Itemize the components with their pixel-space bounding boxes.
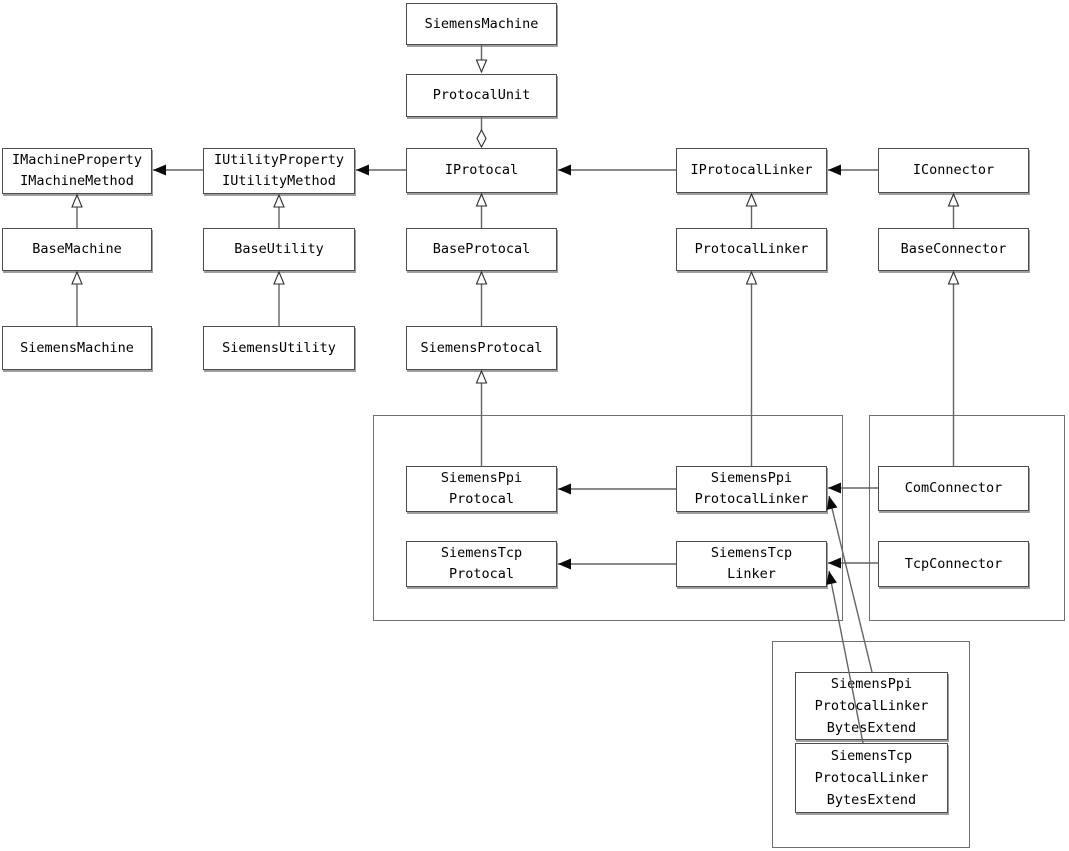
node-label: TcpConnector (904, 555, 1003, 572)
node-label: SiemensPpi ProtocalLinker BytesExtend (814, 676, 929, 736)
node-baseutility: BaseUtility (203, 228, 355, 271)
node-basemachine: BaseMachine (2, 228, 152, 271)
node-label: SiemensPpi Protocal (440, 470, 523, 507)
node-label: IConnector (912, 162, 995, 178)
node-tcpconnector: TcpConnector (878, 541, 1029, 587)
node-siemensprotocal: SiemensProtocal (406, 326, 557, 370)
node-label: SiemensUtility (222, 339, 336, 356)
node-siemenstcp-protocal: SiemensTcp Protocal (406, 541, 557, 587)
group-connectors (869, 415, 1065, 621)
node-comconnector: ComConnector (878, 466, 1029, 511)
node-iutilityproperty: IUtilityProperty IUtilityMethod (203, 148, 355, 194)
node-siemensmachine-unit: SiemensMachine (406, 3, 557, 45)
node-siemensppi-protocallinker-bytesextend: SiemensPpi ProtocalLinker BytesExtend (795, 672, 948, 740)
group-protocol-implementations (373, 415, 843, 621)
node-label: IProtocal (444, 162, 519, 178)
node-iprotocallinker: IProtocalLinker (676, 148, 827, 193)
node-siemenstcp-linker: SiemensTcp Linker (676, 541, 827, 587)
node-protocalunit: ProtocalUnit (406, 74, 557, 117)
node-imachineproperty: IMachineProperty IMachineMethod (2, 148, 152, 194)
node-siemensutility: SiemensUtility (203, 326, 355, 370)
node-label: IMachineProperty IMachineMethod (11, 152, 143, 189)
node-label: ProtocalLinker (694, 241, 809, 257)
node-label: IProtocalLinker (690, 162, 813, 178)
node-baseprotocal: BaseProtocal (406, 228, 557, 271)
node-iconnector: IConnector (878, 148, 1029, 193)
node-label: IUtilityProperty IUtilityMethod (213, 152, 345, 189)
node-siemenstcp-protocallinker-bytesextend: SiemensTcp ProtocalLinker BytesExtend (795, 743, 948, 813)
node-label: SiemensTcp ProtocalLinker BytesExtend (814, 748, 929, 808)
node-baseconnector: BaseConnector (878, 228, 1029, 271)
node-label: BaseUtility (234, 241, 324, 257)
node-label: SiemensTcp Linker (710, 545, 793, 582)
node-iprotocal: IProtocal (406, 148, 557, 193)
node-label: ComConnector (904, 480, 1003, 496)
node-siemensppi-protocal: SiemensPpi Protocal (406, 466, 557, 512)
node-label: SiemensMachine (424, 15, 539, 32)
node-label: BaseMachine (32, 241, 122, 257)
node-siemensmachine: SiemensMachine (2, 326, 152, 370)
node-label: BaseProtocal (432, 241, 531, 257)
node-label: SiemensPpi ProtocalLinker (694, 470, 809, 507)
node-label: ProtocalUnit (432, 87, 531, 103)
node-label: SiemensTcp Protocal (440, 545, 523, 582)
node-label: SiemensProtocal (420, 339, 543, 356)
node-label: BaseConnector (900, 241, 1007, 257)
node-siemensppi-protocallinker: SiemensPpi ProtocalLinker (676, 466, 827, 512)
node-label: SiemensMachine (20, 339, 134, 356)
node-protocallinker: ProtocalLinker (676, 228, 827, 271)
